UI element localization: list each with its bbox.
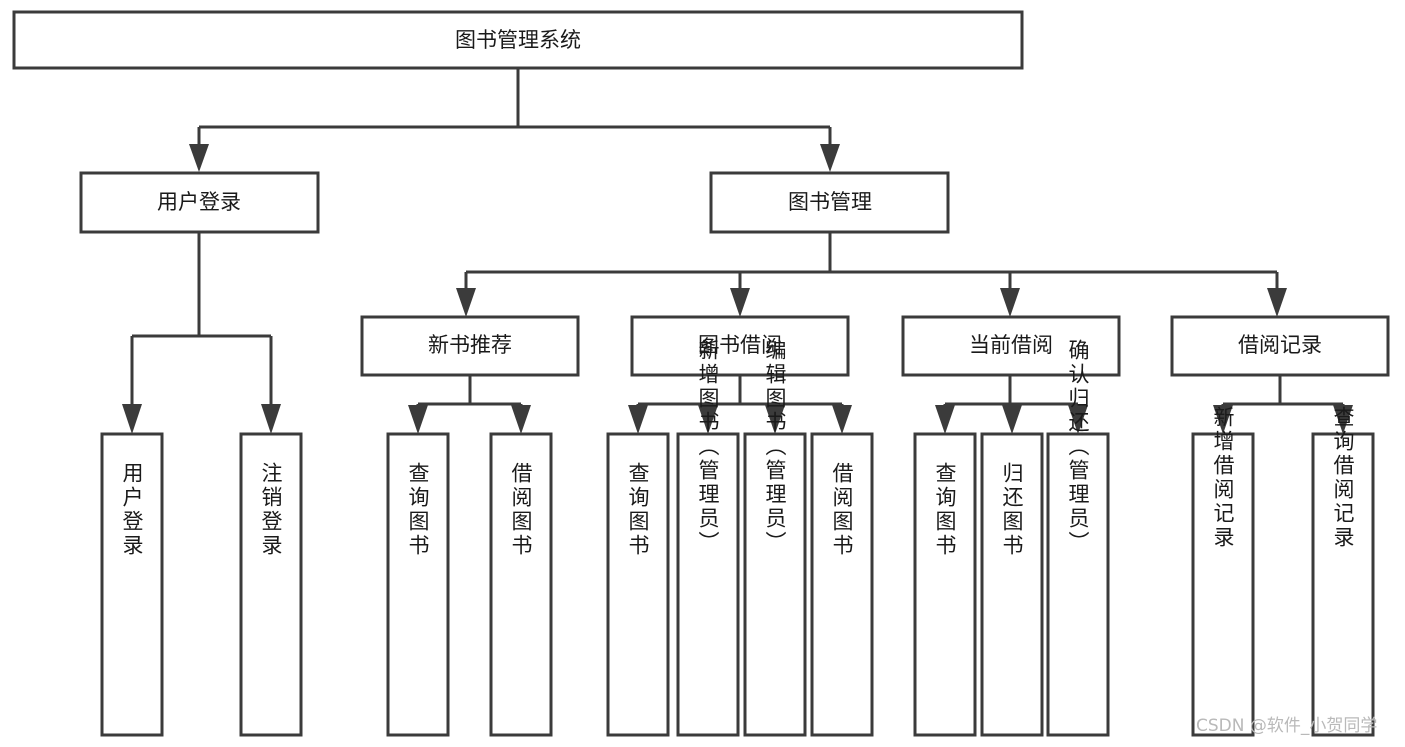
node-current-borrow-label: 当前借阅 (969, 333, 1053, 357)
node-leaf-add-book-label: 新增图书（管理员） (696, 339, 720, 555)
node-leaf-query-book-3-label: 查询图书 (933, 462, 957, 558)
node-root-label: 图书管理系统 (455, 28, 581, 52)
arrow-head-leaf-add-record (1213, 405, 1233, 434)
node-new-book-recommend-box[interactable] (360, 315, 580, 377)
node-book-borrow[interactable]: 图书借阅 (630, 315, 850, 377)
node-new-book-recommend-label: 新书推荐 (428, 333, 512, 357)
node-leaf-return-book[interactable]: 归还图书 (980, 432, 1044, 737)
node-leaf-query-book-1[interactable]: 查询图书 (386, 432, 450, 737)
node-leaf-add-record-box[interactable] (1191, 432, 1255, 737)
csdn-watermark: CSDN @软件_小贺同学 (1196, 716, 1377, 736)
node-leaf-query-record-label: 查询借阅记录 (1331, 406, 1355, 550)
node-leaf-borrow-book-1-box[interactable] (489, 432, 553, 737)
connector-layer (122, 68, 1353, 434)
node-leaf-query-book-3-box[interactable] (913, 432, 977, 737)
node-leaf-user-login-box[interactable] (100, 432, 164, 737)
node-leaf-add-record[interactable]: 新增借阅记录 (1191, 406, 1255, 737)
node-leaf-return-book-box[interactable] (980, 432, 1044, 737)
node-borrow-record[interactable]: 借阅记录 (1170, 315, 1390, 377)
node-leaf-confirm-return-box[interactable] (1046, 432, 1110, 737)
node-root-book-management-system[interactable]: 图书管理系统 (12, 10, 1024, 70)
node-leaf-borrow-book-2-label: 借阅图书 (830, 462, 854, 558)
arrow-head-current-borrow (1000, 288, 1020, 317)
node-leaf-query-book-1-box[interactable] (386, 432, 450, 737)
node-leaf-borrow-book-2-box[interactable] (810, 432, 874, 737)
node-leaf-query-book-3[interactable]: 查询图书 (913, 432, 977, 737)
node-leaf-borrow-book-2[interactable]: 借阅图书 (810, 432, 874, 737)
node-book-management-label: 图书管理 (788, 190, 872, 214)
node-leaf-query-book-2-label: 查询图书 (626, 462, 650, 558)
arrow-head-book-management (820, 144, 840, 172)
node-new-book-recommend[interactable]: 新书推荐 (360, 315, 580, 377)
node-leaf-query-record[interactable]: 查询借阅记录 (1311, 406, 1375, 737)
node-leaf-return-book-label: 归还图书 (1000, 462, 1024, 558)
node-leaf-add-record-label: 新增借阅记录 (1211, 406, 1235, 550)
arrow-head-user-login (189, 144, 209, 172)
node-leaf-user-login[interactable]: 用户登录 (100, 432, 164, 737)
arrow-head-book-borrow (730, 288, 750, 317)
node-leaf-edit-book-box[interactable] (743, 432, 807, 737)
node-leaf-query-record-box[interactable] (1311, 432, 1375, 737)
node-leaf-logout-login[interactable]: 注销登录 (239, 432, 303, 737)
node-borrow-record-label: 借阅记录 (1238, 333, 1322, 357)
arrow-head-borrow-record (1267, 288, 1287, 317)
node-book-borrow-label: 图书借阅 (698, 333, 782, 357)
node-leaf-query-book-2-box[interactable] (606, 432, 670, 737)
node-user-login[interactable]: 用户登录 (79, 171, 320, 234)
node-current-borrow-box[interactable] (901, 315, 1121, 377)
node-borrow-record-box[interactable] (1170, 315, 1390, 377)
node-leaf-add-book[interactable]: 新增图书（管理员） (676, 339, 740, 737)
node-leaf-user-login-label: 用户登录 (120, 462, 144, 558)
node-user-login-box[interactable] (79, 171, 320, 234)
node-leaf-edit-book[interactable]: 编辑图书（管理员） (743, 339, 807, 737)
arrow-head-leaf-borrow-book-1 (511, 405, 531, 434)
node-book-borrow-box[interactable] (630, 315, 850, 377)
node-leaf-add-book-box[interactable] (676, 432, 740, 737)
node-leaf-confirm-return-label: 确认归还（管理员） (1066, 339, 1090, 555)
node-leaf-query-book-2[interactable]: 查询图书 (606, 432, 670, 737)
node-leaf-query-book-1-label: 查询图书 (406, 462, 430, 558)
arrow-head-leaf-query-book-1 (408, 405, 428, 434)
arrow-head-leaf-add-book (698, 405, 718, 434)
node-leaf-edit-book-label: 编辑图书（管理员） (763, 339, 787, 555)
arrow-head-leaf-confirm-return (1068, 405, 1088, 434)
arrow-head-leaf-return-book (1002, 405, 1022, 434)
node-leaf-logout-login-box[interactable] (239, 432, 303, 737)
arrow-head-leaf-query-record (1333, 405, 1353, 434)
arrow-head-leaf-user-login (122, 404, 142, 434)
node-user-login-label: 用户登录 (157, 190, 241, 214)
node-book-management[interactable]: 图书管理 (709, 171, 950, 234)
arrow-head-leaf-query-book-3 (935, 405, 955, 434)
arrow-head-leaf-borrow-book-2 (832, 405, 852, 434)
arrow-head-leaf-edit-book (765, 405, 785, 434)
node-root-box[interactable] (12, 10, 1024, 70)
arrow-head-new-book-recommend (456, 288, 476, 317)
node-leaf-borrow-book-1-label: 借阅图书 (509, 462, 533, 558)
arrow-head-leaf-query-book-2 (628, 405, 648, 434)
arrow-head-leaf-logout-login (261, 404, 281, 434)
node-leaf-logout-login-label: 注销登录 (259, 462, 283, 558)
node-leaf-borrow-book-1[interactable]: 借阅图书 (489, 432, 553, 737)
node-leaf-confirm-return[interactable]: 确认归还（管理员） (1046, 339, 1110, 737)
node-current-borrow[interactable]: 当前借阅 (901, 315, 1121, 377)
node-book-management-box[interactable] (709, 171, 950, 234)
